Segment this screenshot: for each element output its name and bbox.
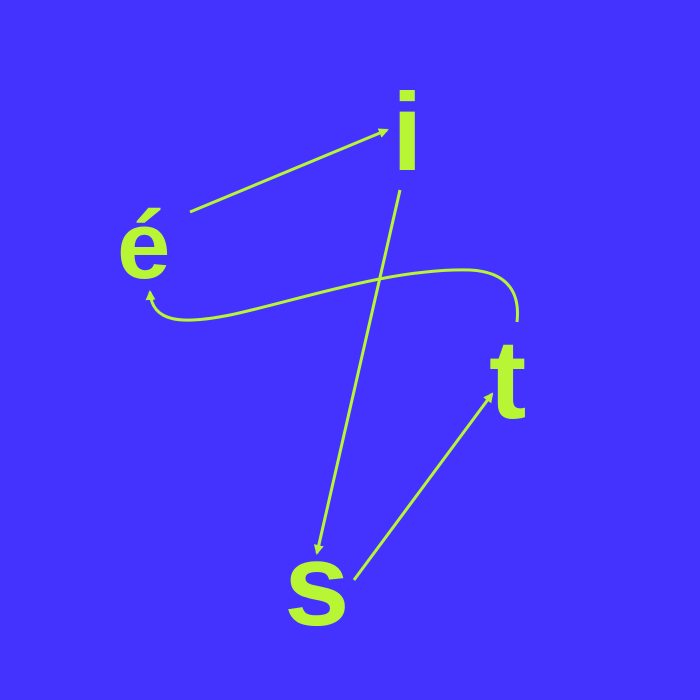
arrow-t-to-e — [145, 268, 519, 323]
letter-e-acute: é — [117, 192, 171, 299]
arrow-e-to-i — [189, 128, 389, 214]
arrow-s-to-t — [352, 392, 494, 581]
letter-s: s — [284, 519, 350, 651]
arrow-i-to-s — [313, 189, 402, 555]
letter-t: t — [489, 317, 527, 442]
letter-i: i — [392, 71, 423, 194]
